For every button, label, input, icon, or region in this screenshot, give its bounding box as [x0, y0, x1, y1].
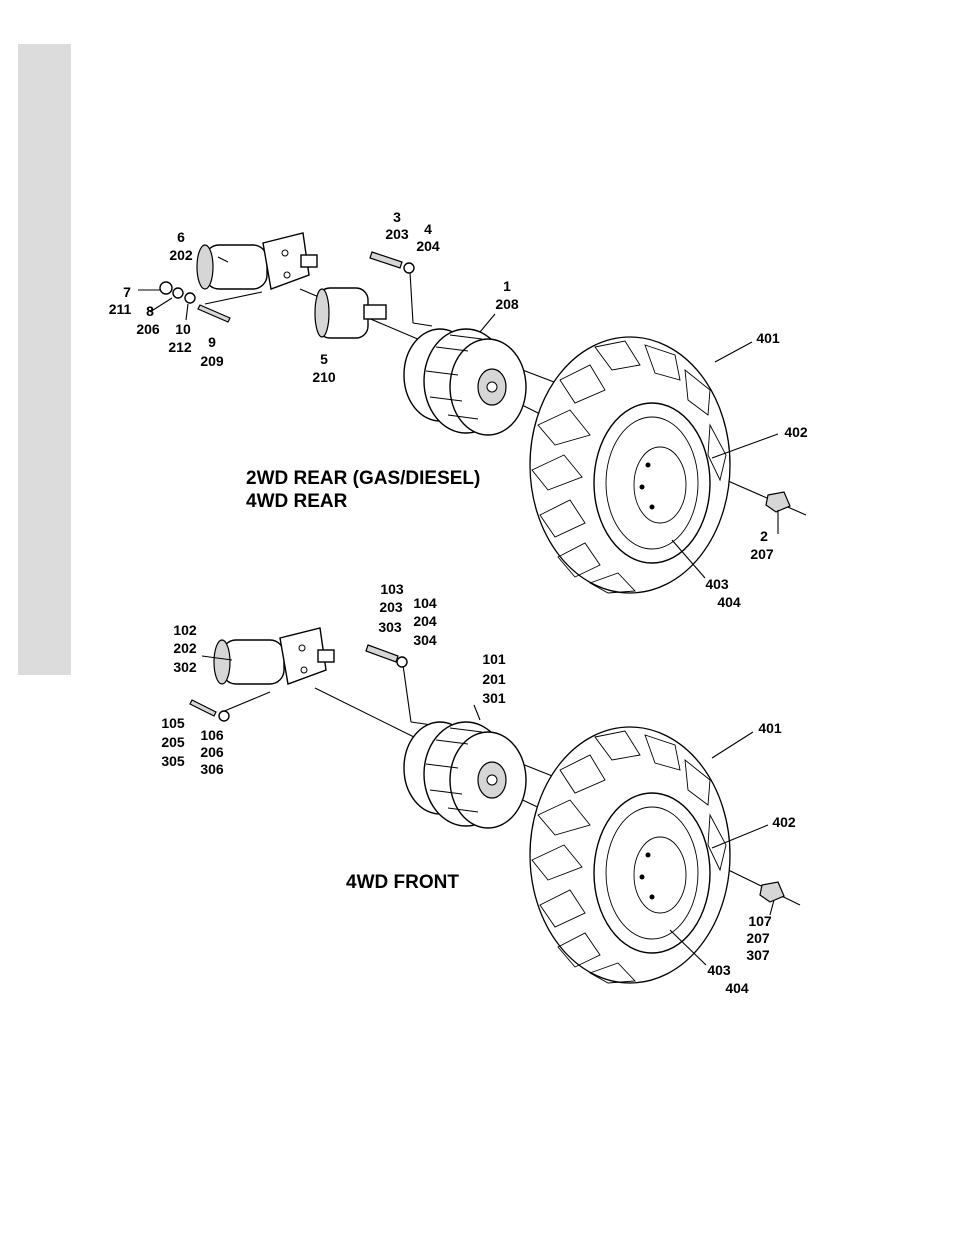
- rear-adapter: [315, 288, 386, 338]
- rear-washer-10: [185, 293, 195, 303]
- rear-motor: [197, 233, 317, 289]
- front-hub: [404, 722, 526, 828]
- front-washer: [397, 657, 407, 667]
- rear-wheel-nut-2: [766, 492, 790, 512]
- rear-assembly: [138, 233, 806, 593]
- front-tire: [530, 727, 730, 983]
- rear-tire: [530, 337, 730, 593]
- front-lockwasher: [219, 711, 229, 721]
- front-bolt: [366, 645, 398, 662]
- rear-nut-7: [160, 282, 172, 294]
- callout-front-401: 401: [758, 720, 782, 736]
- front-motor: [214, 628, 334, 684]
- rear-hub: [404, 329, 526, 435]
- rear-washer-4: [404, 263, 414, 273]
- front-capscrew: [190, 700, 216, 716]
- rear-bolt-3: [370, 252, 402, 268]
- rear-title-line1: 2WD REAR (GAS/DIESEL): [246, 468, 480, 489]
- front-wheel-nut: [760, 882, 784, 902]
- callout-rear-401: 401: [756, 330, 780, 346]
- rear-title-line2: 4WD REAR: [246, 491, 348, 512]
- callout-rear-402: 402: [784, 424, 808, 440]
- callout-front-402: 402: [772, 814, 796, 830]
- rear-stud-9: [198, 305, 230, 322]
- front-title: 4WD FRONT: [346, 872, 459, 893]
- rear-washer-8: [173, 288, 183, 298]
